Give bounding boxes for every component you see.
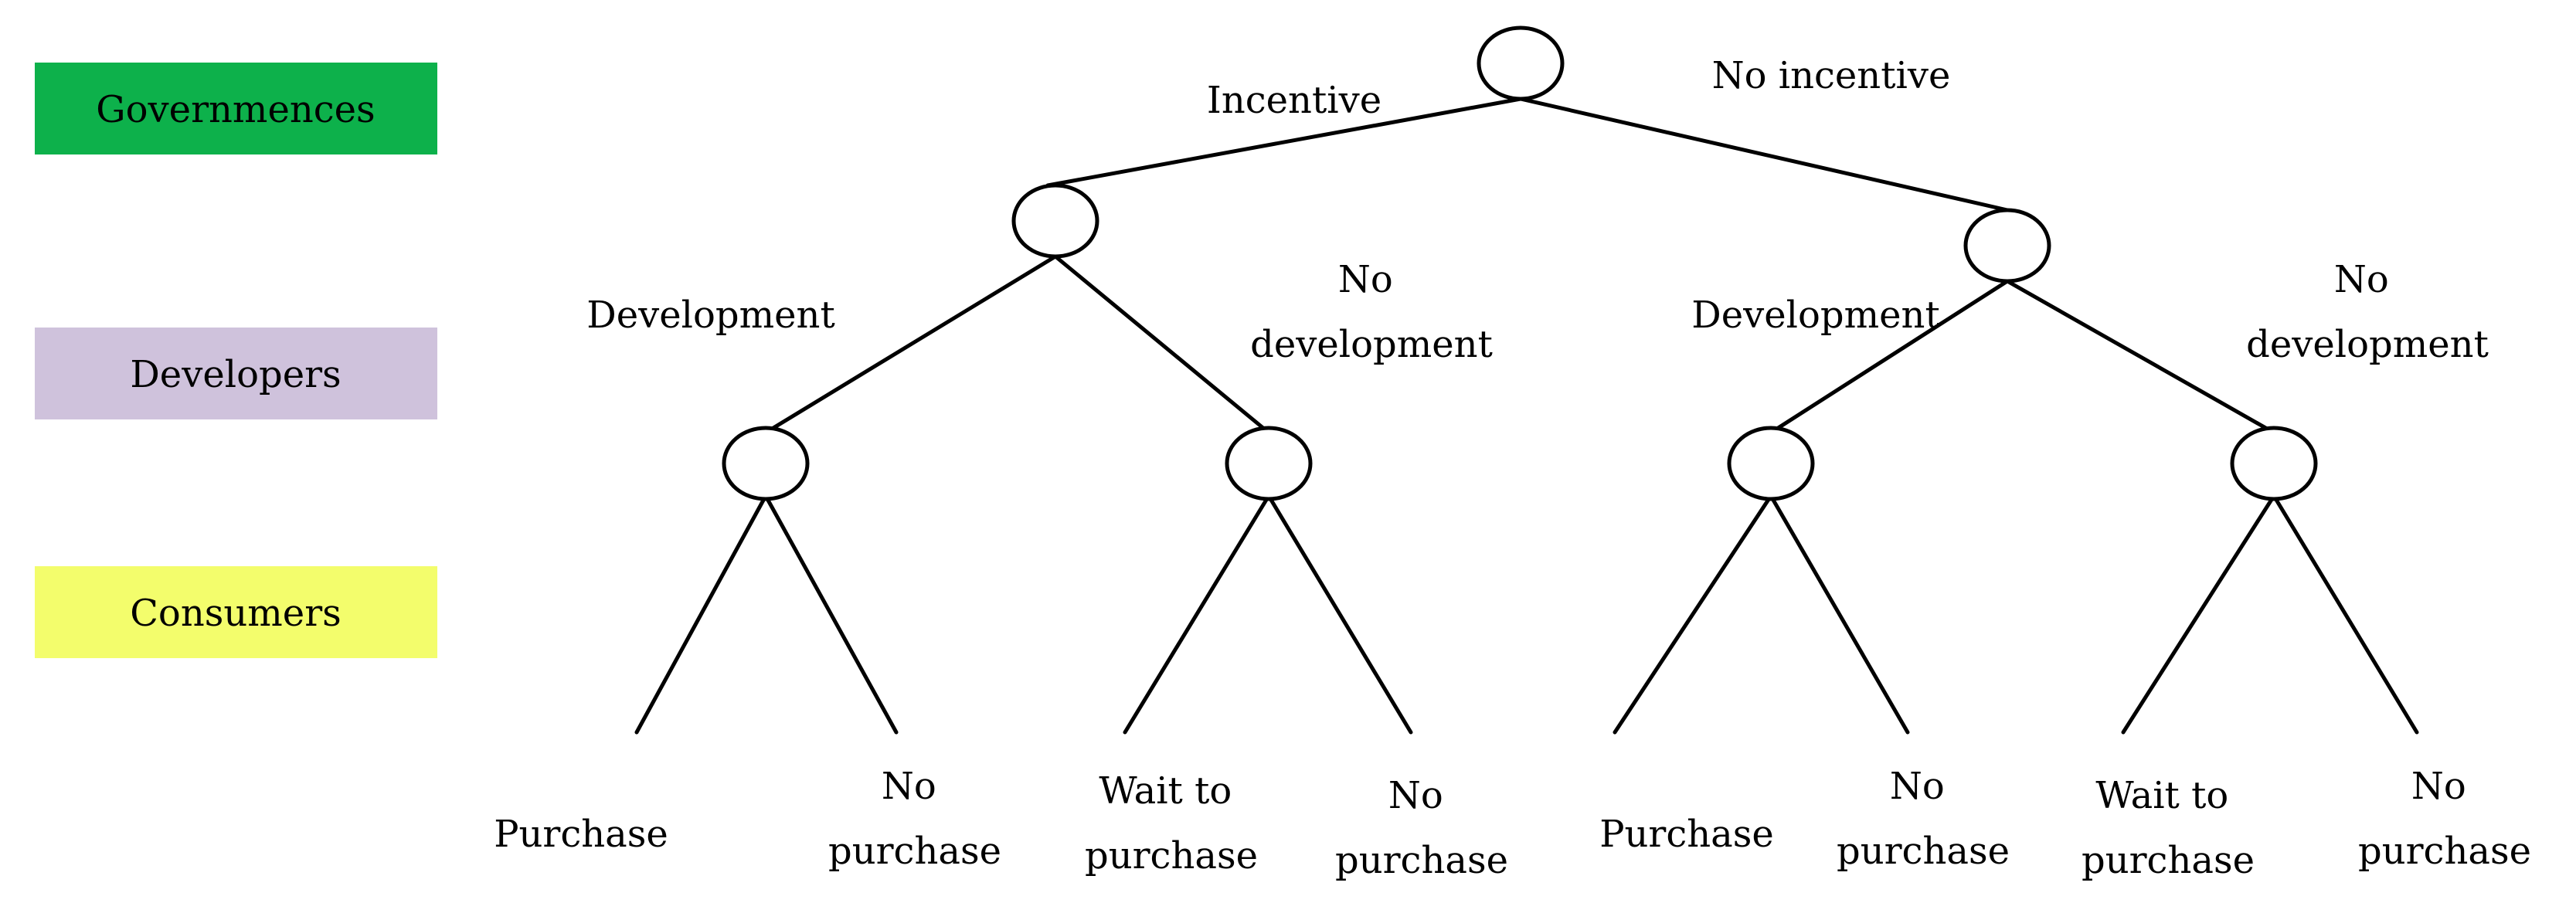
label-no-development-no-incentive: No development: [2246, 258, 2489, 366]
label-no-development-no-incentive-line1: No: [2334, 258, 2389, 301]
label-no-development-incentive-line2: development: [1250, 323, 1493, 366]
tree-nodes: [722, 25, 2318, 501]
label-development-incentive: Development: [586, 294, 835, 337]
label-no-purchase-2-line1: No: [1388, 774, 1443, 817]
legend-label-consumers: Consumers: [130, 592, 342, 635]
label-no-purchase-3-line2: purchase: [1837, 830, 2010, 873]
label-incentive: Incentive: [1207, 79, 1381, 122]
label-no-purchase-4-line2: purchase: [2358, 830, 2531, 873]
label-purchase-2: Purchase: [1599, 813, 1774, 856]
tree-edges: [634, 97, 2419, 735]
label-wait-to-purchase-1-line1: Wait to: [1099, 769, 1232, 813]
label-no-purchase-4: No purchase: [2358, 765, 2531, 873]
edge-incentive-to-no-development: [1053, 254, 1271, 435]
edge-no-incentive-to-development: [1769, 279, 2010, 435]
edge-consumer-4-left: [2121, 494, 2276, 735]
legend-box-governmences: [35, 63, 437, 154]
node-developer-no-incentive: [1963, 208, 2051, 283]
label-no-purchase-4-line1: No: [2411, 765, 2466, 808]
label-no-purchase-1-line2: purchase: [828, 830, 1001, 873]
legend: Governmences Developers Consumers: [35, 63, 437, 658]
node-consumer-3: [1727, 426, 1815, 501]
edge-consumer-3-left: [1613, 494, 1773, 735]
label-no-purchase-1: No purchase: [828, 765, 1001, 873]
label-wait-to-purchase-2-line2: purchase: [2082, 839, 2255, 882]
edge-consumer-4-right: [2272, 494, 2419, 735]
legend-label-developers: Developers: [130, 353, 341, 396]
label-no-purchase-1-line1: No: [882, 765, 936, 808]
label-wait-to-purchase-1-line2: purchase: [1085, 834, 1258, 878]
edge-no-incentive-to-no-development: [2005, 279, 2276, 435]
label-purchase-1: Purchase: [494, 813, 668, 856]
node-government-root: [1477, 25, 1565, 101]
label-wait-to-purchase-2-line1: Wait to: [2095, 774, 2228, 817]
edge-root-to-incentive: [1045, 97, 1523, 188]
edge-consumer-2-left: [1123, 494, 1271, 735]
edge-consumer-1-right: [763, 494, 899, 735]
legend-label-governmences: Governmences: [96, 88, 375, 131]
edge-consumer-1-left: [634, 494, 768, 735]
label-no-purchase-3: No purchase: [1837, 765, 2010, 873]
label-no-purchase-2-line2: purchase: [1335, 839, 1508, 882]
label-wait-to-purchase-2: Wait to purchase: [2082, 774, 2255, 882]
node-consumer-2: [1225, 426, 1313, 501]
label-no-incentive: No incentive: [1712, 54, 1951, 97]
label-development-no-incentive: Development: [1691, 294, 1940, 337]
label-no-purchase-2: No purchase: [1335, 774, 1508, 882]
node-consumer-1: [722, 426, 810, 501]
edge-root-to-no-incentive: [1518, 97, 2010, 212]
edge-consumer-3-right: [1769, 494, 1910, 735]
label-no-development-incentive: No development: [1250, 258, 1493, 366]
legend-box-consumers: [35, 566, 437, 658]
edge-consumer-2-right: [1266, 494, 1413, 735]
node-developer-incentive: [1011, 183, 1099, 259]
label-no-development-incentive-line1: No: [1338, 258, 1393, 301]
node-consumer-4: [2230, 426, 2318, 501]
label-no-development-no-incentive-line2: development: [2246, 323, 2489, 366]
label-no-purchase-3-line1: No: [1890, 765, 1945, 808]
legend-box-developers: [35, 328, 437, 419]
edge-incentive-to-development: [763, 254, 1058, 435]
label-wait-to-purchase-1: Wait to purchase: [1085, 769, 1258, 878]
